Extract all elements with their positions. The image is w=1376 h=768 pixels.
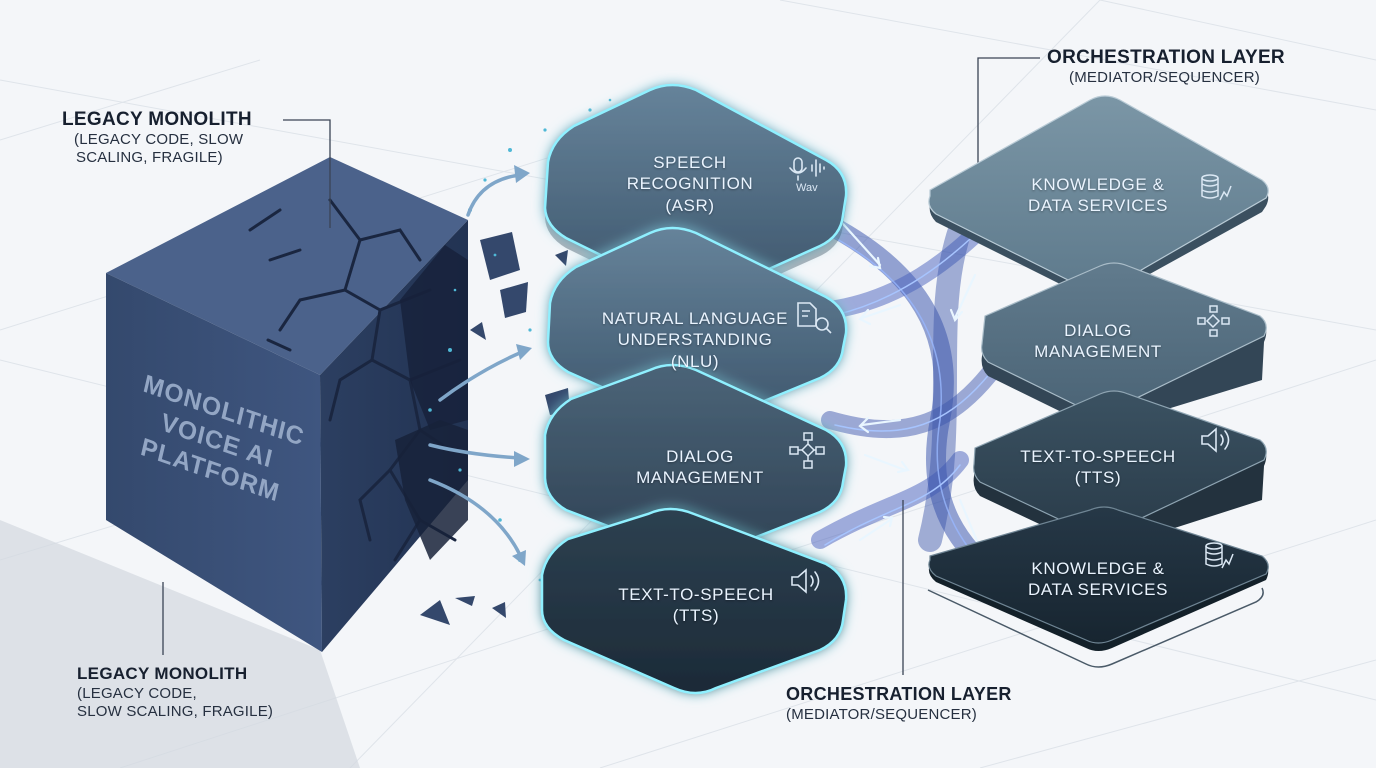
dialog-right-line2: MANAGEMENT [1034, 342, 1162, 362]
dialog-left-line1: DIALOG [666, 447, 734, 466]
nlu-line1: NATURAL LANGUAGE [601, 309, 789, 328]
tts-right-line1: TEXT-TO-SPEECH [1020, 447, 1176, 466]
speaker-icon [791, 568, 820, 594]
orchestration-title-bottom: ORCHESTRATION LAYER [786, 684, 1012, 704]
database-chart-icon [1201, 174, 1232, 201]
left-tile-nlu-label: NATURAL LANGUAGE UNDERSTANDING (NLU) [590, 308, 800, 372]
right-tile-knowledge-2-label: KNOWLEDGE & DATA SERVICES [1008, 558, 1188, 601]
orchestration-label-bottom: ORCHESTRATION LAYER (MEDIATOR/SEQUENCER) [786, 684, 1012, 724]
migration-arrows [428, 173, 524, 557]
monolith-cube [106, 157, 468, 652]
right-tile-dialog [981, 262, 1267, 428]
cube-shadow [0, 520, 360, 768]
asr-line1: SPEECH [653, 153, 727, 172]
right-tile-knowledge-2 [927, 506, 1269, 668]
right-tile-tts-label: TEXT-TO-SPEECH (TTS) [1008, 446, 1188, 489]
orchestration-title-top: ORCHESTRATION LAYER [1047, 47, 1285, 68]
document-search-icon [797, 302, 832, 334]
asr-line2: RECOGNITION [626, 174, 754, 194]
dialog-right-line1: DIALOG [1064, 321, 1132, 340]
legacy-sub-bottom-line2: SLOW SCALING, FRAGILE) [77, 703, 274, 721]
orchestration-flow [810, 210, 1010, 590]
left-tile-tts [540, 507, 848, 695]
tts-right-line2: (TTS) [1074, 468, 1122, 488]
nlu-line2: UNDERSTANDING [617, 330, 773, 350]
orchestration-sub-top: (MEDIATOR/SEQUENCER) [1069, 69, 1260, 87]
asr-line3: (ASR) [665, 195, 715, 215]
tts-left-line1: TEXT-TO-SPEECH [618, 585, 774, 604]
orchestration-sub-bottom: (MEDIATOR/SEQUENCER) [786, 705, 977, 723]
knowledge-2-line2: DATA SERVICES [1027, 580, 1169, 600]
legacy-sub-top-line2: SCALING, FRAGILE) [76, 149, 223, 167]
legacy-sub-bottom-line1: (LEGACY CODE, [77, 684, 197, 702]
tts-left-line2: (TTS) [672, 606, 720, 626]
arrow-heads [512, 165, 532, 566]
wav-icon-label: Wav [796, 182, 818, 194]
legacy-title-top: LEGACY MONOLITH [62, 109, 252, 130]
legacy-sub-top-line1: (LEGACY CODE, SLOW [74, 131, 244, 149]
orchestration-label-top: ORCHESTRATION LAYER (MEDIATOR/SEQUENCER) [1047, 46, 1285, 87]
legacy-label-top: LEGACY MONOLITH (LEGACY CODE, SLOW SCALI… [62, 108, 252, 168]
leader-lines [162, 57, 1040, 675]
right-tile-knowledge-1 [928, 95, 1269, 299]
nlu-line3: (NLU) [670, 351, 720, 371]
left-tile-nlu [546, 226, 848, 427]
microphone-waveform-icon [789, 157, 825, 181]
flowchart-icon-right [1197, 305, 1230, 337]
flowchart-icon [789, 432, 825, 469]
left-tile-tts-label: TEXT-TO-SPEECH (TTS) [606, 584, 786, 627]
right-tile-knowledge-1-label: KNOWLEDGE & DATA SERVICES [1008, 174, 1188, 217]
left-tile-asr-label: SPEECH RECOGNITION (ASR) [600, 152, 780, 216]
cube-fragments [420, 232, 570, 625]
database-chart-icon-2 [1205, 542, 1234, 569]
knowledge-1-line2: DATA SERVICES [1027, 196, 1169, 216]
knowledge-1-line1: KNOWLEDGE & [1031, 175, 1165, 194]
legacy-label-bottom: LEGACY MONOLITH (LEGACY CODE, SLOW SCALI… [77, 664, 273, 721]
right-tile-tts [973, 390, 1267, 550]
dialog-left-line2: MANAGEMENT [636, 468, 764, 488]
left-tile-dialog [543, 363, 848, 559]
speaker-icon-right [1201, 427, 1230, 453]
knowledge-2-line1: KNOWLEDGE & [1031, 559, 1165, 578]
legacy-title-bottom: LEGACY MONOLITH [77, 664, 248, 683]
left-tile-dialog-label: DIALOG MANAGEMENT [610, 446, 790, 489]
right-tile-dialog-label: DIALOG MANAGEMENT [1008, 320, 1188, 363]
